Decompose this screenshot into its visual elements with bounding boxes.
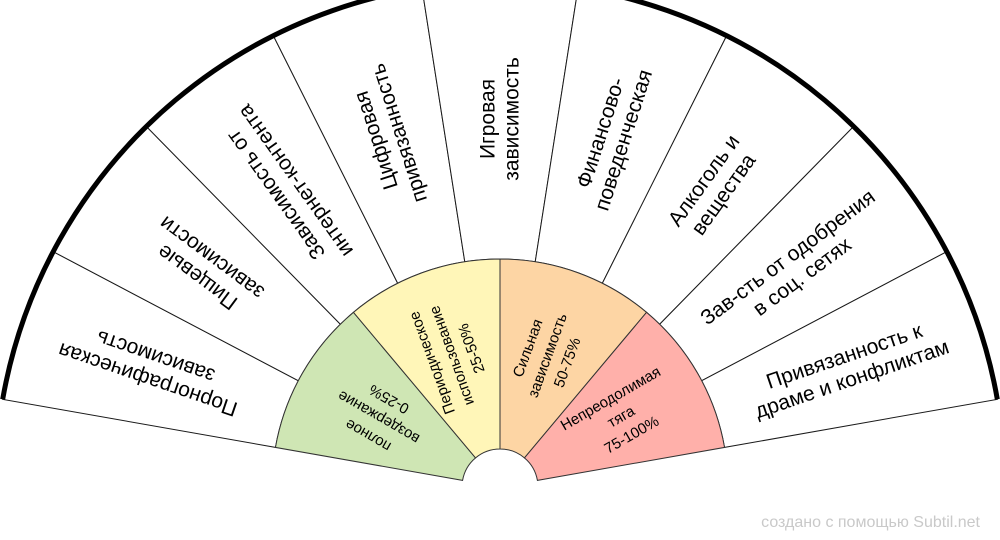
sector-gaming-line-1: Игровая bbox=[477, 79, 500, 159]
inner-zones bbox=[274, 258, 726, 481]
outer-sectors bbox=[2, 0, 998, 448]
credit-text: создано с помощью Subtil.net bbox=[761, 514, 980, 531]
sector-gaming-line-2: зависимость bbox=[501, 57, 524, 181]
zone-irresistible bbox=[523, 311, 726, 481]
outer-arc-border bbox=[0, 0, 1000, 400]
zone-periodic bbox=[352, 258, 501, 459]
zone-abstinence bbox=[274, 311, 477, 481]
zone-strong bbox=[499, 258, 648, 459]
